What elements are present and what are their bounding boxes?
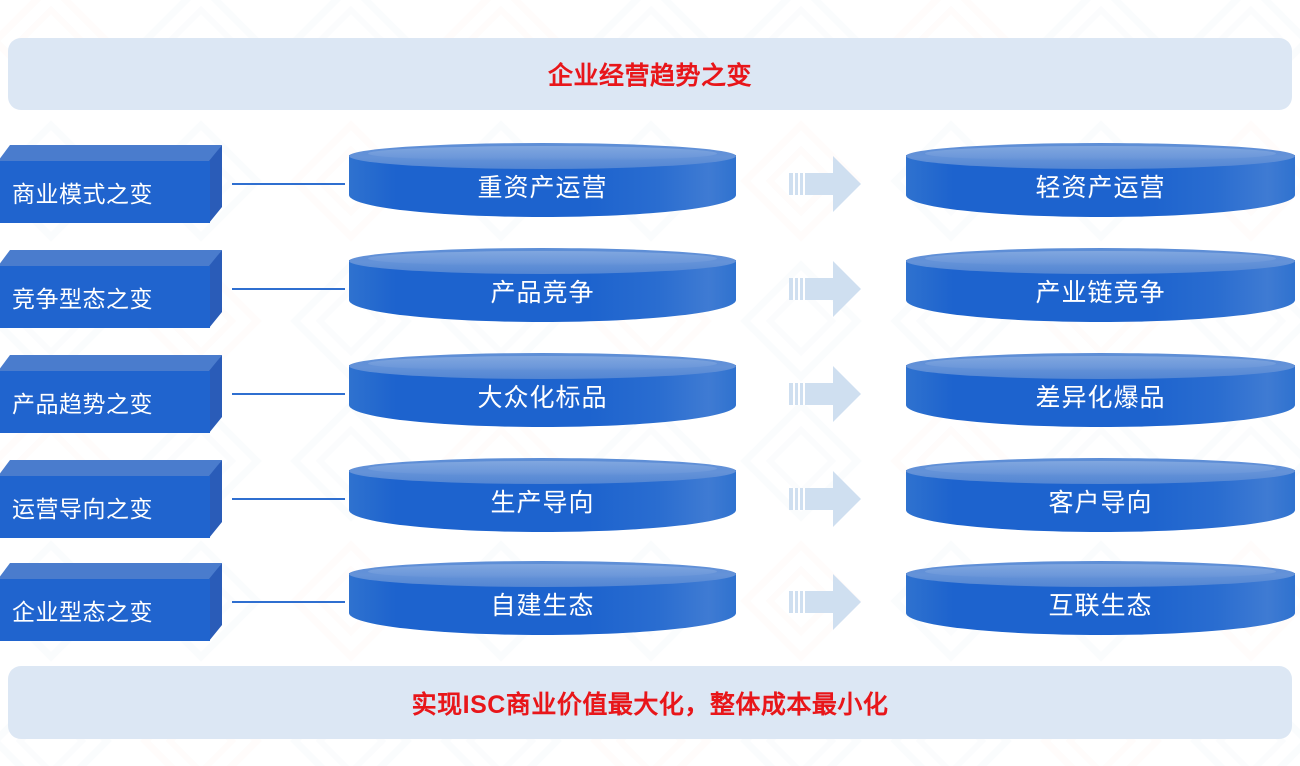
- cylinder-top-ellipse: [349, 143, 736, 169]
- box-top-face: [0, 250, 222, 266]
- from-label-4: 生产导向: [490, 489, 595, 517]
- from-cylinder-5[interactable]: 自建生态: [349, 561, 736, 641]
- cylinder-highlight: [368, 146, 717, 161]
- connector-line-2: [232, 288, 345, 290]
- arrow-stripe: [793, 591, 795, 613]
- arrow-stripe: [803, 488, 805, 510]
- from-label-5: 自建生态: [490, 592, 595, 620]
- box-side-face: [209, 145, 222, 223]
- cylinder-highlight: [925, 251, 1276, 266]
- arrow-stripe: [793, 173, 795, 195]
- cylinder-highlight: [368, 564, 717, 579]
- box-front-face: 商业模式之变: [0, 161, 210, 223]
- diagram-row-1: 商业模式之变 重资产运营 轻资产运营: [0, 133, 1300, 233]
- arrow-stripe: [803, 591, 805, 613]
- category-label-4: 运营导向之变: [12, 496, 153, 522]
- right-arrow-icon-4: [789, 471, 861, 527]
- box-front-face: 竞争型态之变: [0, 266, 210, 328]
- right-arrow-icon-5: [789, 574, 861, 630]
- cylinder-top-ellipse: [906, 353, 1295, 379]
- arrow-stripe: [798, 488, 800, 510]
- arrow-stripe: [798, 173, 800, 195]
- box-top-face: [0, 145, 222, 161]
- cylinder-top-ellipse: [349, 561, 736, 587]
- right-arrow-icon-2: [789, 261, 861, 317]
- cylinder-highlight: [368, 461, 717, 476]
- top-banner-title: 企业经营趋势之变: [547, 62, 752, 90]
- cylinder-highlight: [368, 251, 717, 266]
- to-cylinder-3[interactable]: 差异化爆品: [906, 353, 1295, 433]
- bottom-banner-title: 实现ISC商业价值最大化，整体成本最小化: [411, 690, 889, 719]
- from-cylinder-3[interactable]: 大众化标品: [349, 353, 736, 433]
- from-cylinder-2[interactable]: 产品竞争: [349, 248, 736, 328]
- category-label-3: 产品趋势之变: [12, 391, 153, 417]
- cylinder-top-ellipse: [349, 353, 736, 379]
- category-box-5[interactable]: 企业型态之变: [0, 563, 222, 641]
- arrow-stripe: [793, 278, 795, 300]
- to-cylinder-4[interactable]: 客户导向: [906, 458, 1295, 538]
- cylinder-highlight: [925, 461, 1276, 476]
- box-side-face: [209, 355, 222, 433]
- cylinder-top-ellipse: [349, 458, 736, 484]
- arrow-stripe: [793, 488, 795, 510]
- from-label-2: 产品竞争: [490, 279, 595, 307]
- bottom-banner: 实现ISC商业价值最大化，整体成本最小化: [8, 666, 1292, 739]
- cylinder-highlight: [925, 564, 1276, 579]
- right-arrow-icon-3: [789, 366, 861, 422]
- arrow-stripe: [803, 278, 805, 300]
- to-label-2: 产业链竞争: [1035, 279, 1166, 307]
- box-top-face: [0, 563, 222, 579]
- to-cylinder-1[interactable]: 轻资产运营: [906, 143, 1295, 223]
- to-label-5: 互联生态: [1048, 592, 1153, 620]
- connector-line-4: [232, 498, 345, 500]
- box-top-face: [0, 355, 222, 371]
- category-box-3[interactable]: 产品趋势之变: [0, 355, 222, 433]
- cylinder-top-ellipse: [349, 248, 736, 274]
- connector-line-1: [232, 183, 345, 185]
- cylinder-top-ellipse: [906, 143, 1295, 169]
- box-top-face: [0, 460, 222, 476]
- cylinder-highlight: [925, 146, 1276, 161]
- box-side-face: [209, 563, 222, 641]
- box-side-face: [209, 460, 222, 538]
- diagram-row-5: 企业型态之变 自建生态 互联生态: [0, 551, 1300, 651]
- diagram-row-4: 运营导向之变 生产导向 客户导向: [0, 448, 1300, 548]
- cylinder-highlight: [368, 356, 717, 371]
- box-front-face: 企业型态之变: [0, 579, 210, 641]
- category-box-4[interactable]: 运营导向之变: [0, 460, 222, 538]
- to-cylinder-2[interactable]: 产业链竞争: [906, 248, 1295, 328]
- category-label-5: 企业型态之变: [12, 599, 153, 625]
- arrow-stripe: [793, 383, 795, 405]
- category-box-1[interactable]: 商业模式之变: [0, 145, 222, 223]
- diagram-row-3: 产品趋势之变 大众化标品 差异化爆品: [0, 343, 1300, 443]
- arrow-stripe: [798, 591, 800, 613]
- box-front-face: 产品趋势之变: [0, 371, 210, 433]
- category-label-2: 竞争型态之变: [12, 286, 153, 312]
- category-label-1: 商业模式之变: [12, 181, 153, 207]
- cylinder-top-ellipse: [906, 561, 1295, 587]
- to-label-1: 轻资产运营: [1035, 174, 1166, 202]
- cylinder-highlight: [925, 356, 1276, 371]
- diagram-row-2: 竞争型态之变 产品竞争 产业链竞争: [0, 238, 1300, 338]
- box-side-face: [209, 250, 222, 328]
- right-arrow-icon-1: [789, 156, 861, 212]
- to-label-3: 差异化爆品: [1035, 384, 1166, 412]
- connector-line-3: [232, 393, 345, 395]
- arrow-stripe: [803, 383, 805, 405]
- to-label-4: 客户导向: [1048, 489, 1153, 517]
- box-front-face: 运营导向之变: [0, 476, 210, 538]
- from-label-1: 重资产运营: [477, 174, 608, 202]
- arrow-stripe: [798, 278, 800, 300]
- top-banner: 企业经营趋势之变: [8, 38, 1292, 110]
- to-cylinder-5[interactable]: 互联生态: [906, 561, 1295, 641]
- cylinder-top-ellipse: [906, 248, 1295, 274]
- from-cylinder-1[interactable]: 重资产运营: [349, 143, 736, 223]
- arrow-stripe: [798, 383, 800, 405]
- arrow-stripe: [803, 173, 805, 195]
- cylinder-top-ellipse: [906, 458, 1295, 484]
- from-label-3: 大众化标品: [477, 384, 608, 412]
- connector-line-5: [232, 601, 345, 603]
- from-cylinder-4[interactable]: 生产导向: [349, 458, 736, 538]
- category-box-2[interactable]: 竞争型态之变: [0, 250, 222, 328]
